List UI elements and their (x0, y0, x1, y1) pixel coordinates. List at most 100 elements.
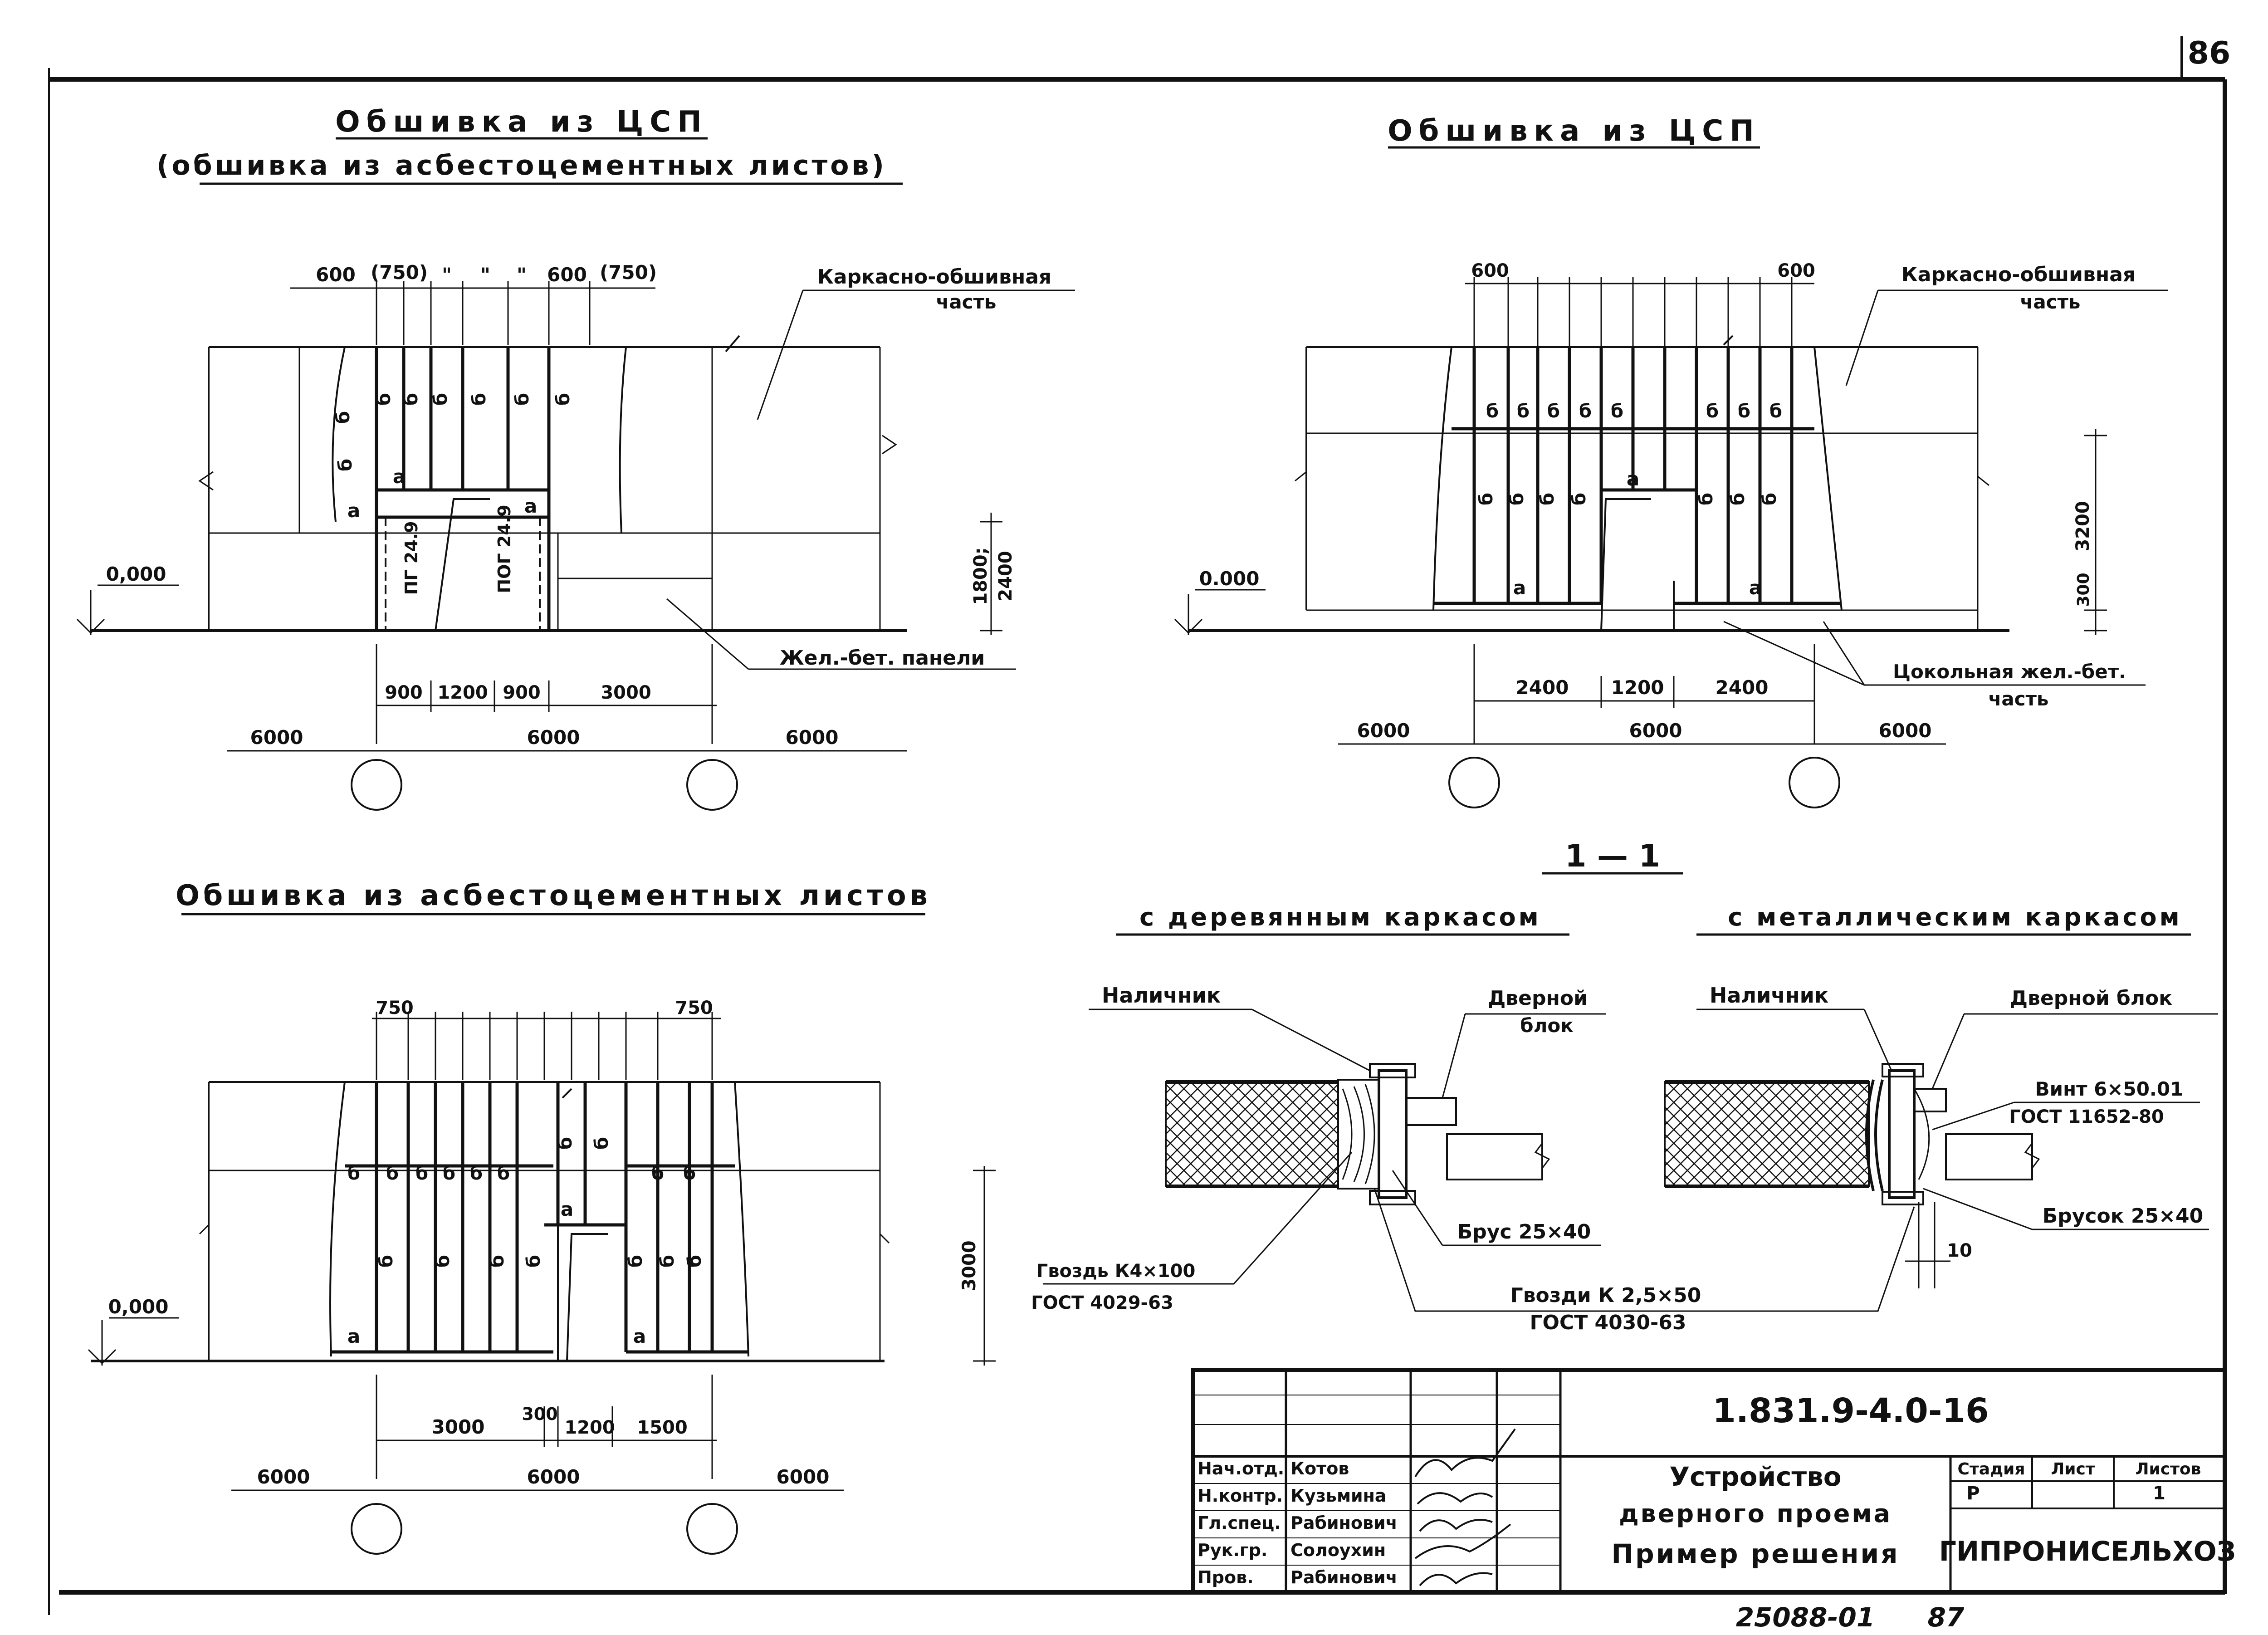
mark-b: б (1696, 493, 1717, 505)
role-label: Гл.спец. (1198, 1513, 1281, 1533)
insulation-hatch (1165, 1081, 1339, 1187)
dim-750-left: (750) (371, 261, 428, 284)
callout-beam-wood: Брус 25×40 (1457, 1220, 1591, 1243)
mark-b: б (1507, 493, 1528, 505)
callout-door-block-2: блок (1520, 1014, 1573, 1037)
mark-b: б (335, 459, 356, 471)
title-section-wood: с деревянным каркасом (1139, 903, 1541, 931)
callout-frame-part-1: Каркасно-обшивная (1901, 263, 2136, 286)
level-mark: 0,000 (106, 563, 166, 585)
callout-frame-part-1: Каркасно-обшивная (817, 265, 1051, 289)
mark-b: б (1728, 493, 1749, 505)
mark-b: б (553, 393, 574, 406)
title-top-left-1: Обшивка из ЦСП (335, 105, 708, 139)
dim-600-right: 600 (547, 264, 587, 286)
mark-b: б (523, 1255, 544, 1268)
person-name: Котов (1290, 1459, 1349, 1478)
dim-3000: 3000 (601, 682, 651, 703)
dim-2400: 2400 (1716, 676, 1769, 699)
dim-2400: 2400 (1516, 676, 1569, 699)
mark-b: б (591, 1137, 612, 1150)
role-label: Рук.гр. (1198, 1540, 1267, 1560)
mark-b: б (1760, 493, 1780, 505)
role-label: Нач.отд. (1198, 1459, 1284, 1478)
dim-6000: 6000 (1629, 720, 1682, 742)
dim-600-left: 600 (316, 264, 356, 286)
mark-b: б (386, 1163, 399, 1184)
dim-3200: 3200 (2072, 501, 2093, 551)
dim-300: 300 (2074, 573, 2093, 607)
stage-header: Стадия (1958, 1460, 2025, 1478)
mark-b: б (683, 1163, 696, 1184)
dim-750-right: 750 (675, 998, 713, 1018)
mark-b: б (333, 411, 354, 424)
callout-beam-metal: Брусок 25×40 (2043, 1204, 2204, 1228)
dim-1200: 1200 (564, 1417, 615, 1438)
inventory-suffix: 87 (1928, 1602, 1965, 1633)
dim-1200: 1200 (437, 682, 488, 703)
dim-900: 900 (503, 682, 541, 703)
title-line: дверного проема (1619, 1499, 1892, 1528)
callout-screw-2: ГОСТ 11652-80 (2009, 1106, 2164, 1127)
level-mark: 0.000 (1199, 568, 1260, 590)
insulation-hatch (1664, 1081, 1870, 1187)
callout-frame-part-2: часть (2020, 291, 2081, 313)
sheets-header: Листов (2136, 1460, 2201, 1478)
mark-a: а (524, 495, 537, 517)
callout-door-block-1: Дверной (1488, 987, 1588, 1010)
dim-6000: 6000 (777, 1466, 830, 1488)
mark-a: а (1627, 468, 1639, 490)
dim-6000: 6000 (250, 726, 303, 749)
door-mark-pog: ПОГ 24.9 (494, 504, 514, 593)
mark-b: б (1569, 493, 1590, 505)
dim-ditto-2: " (480, 264, 490, 286)
elevation-top-left: Обшивка из ЦСП (обшивка из асбестоцемент… (76, 105, 1075, 811)
mark-b: б (1476, 493, 1497, 505)
dim-900: 900 (385, 682, 423, 703)
dim-6000: 6000 (527, 1466, 580, 1488)
callout-screw-1: Винт 6×50.01 (2035, 1078, 2184, 1100)
door-mark-pg: ПГ 24.9 (401, 521, 421, 595)
axis-bubble (1789, 757, 1840, 808)
mark-b: б (1706, 401, 1719, 422)
dim-6000: 6000 (527, 726, 580, 749)
mark-b: б (401, 393, 422, 406)
elevation-bottom-left: Обшивка из асбестоцементных листов 750 7… (88, 879, 996, 1555)
mark-a: а (347, 499, 360, 522)
section-title: 1 — 1 (1565, 838, 1660, 874)
callout-nails-1: Гвозди К 2,5×50 (1510, 1284, 1701, 1307)
mark-b: б (1611, 401, 1623, 422)
level-mark: 0,000 (108, 1296, 169, 1318)
person-name: Солоухин (1290, 1540, 1386, 1560)
mark-b: б (443, 1163, 455, 1184)
title-block: 1.831.9-4.0-16 Нач.отд. Н.контр. Гл.спец… (1191, 1368, 2236, 1594)
dim-3000: 3000 (959, 1240, 980, 1291)
mark-b: б (1517, 401, 1530, 422)
dim-6000: 6000 (1879, 720, 1932, 742)
axis-bubble (1448, 757, 1500, 808)
mark-a: а (1749, 577, 1762, 599)
drawing-code: 1.831.9-4.0-16 (1712, 1391, 1989, 1430)
mark-a: а (393, 465, 406, 488)
title-top-left-2: (обшивка из асбестоцементных листов) (156, 150, 887, 181)
mark-b: б (1547, 401, 1560, 422)
title-line: Пример решения (1612, 1538, 1900, 1569)
dim-600-left: 600 (1471, 260, 1509, 281)
stage-value: Р (1966, 1483, 1980, 1504)
callout-plinth-1: Цокольная жел.-бет. (1893, 661, 2126, 683)
signature (1414, 1428, 1516, 1586)
mark-b: б (469, 393, 490, 406)
role-label: Н.контр. (1198, 1486, 1283, 1506)
mark-b: б (626, 1255, 646, 1268)
mark-b: б (1537, 493, 1558, 505)
callout-nails-2: ГОСТ 4030-63 (1530, 1311, 1686, 1334)
callout-nail-2: ГОСТ 4029-63 (1031, 1292, 1173, 1313)
axis-bubble (351, 1503, 402, 1555)
dim-600-right: 600 (1777, 260, 1815, 281)
dim-1500: 1500 (637, 1417, 687, 1438)
callout-casing: Наличник (1710, 983, 1828, 1008)
sheet-header: Лист (2051, 1460, 2095, 1478)
mark-b: б (487, 1255, 508, 1268)
callout-gap: 10 (1947, 1240, 1972, 1261)
